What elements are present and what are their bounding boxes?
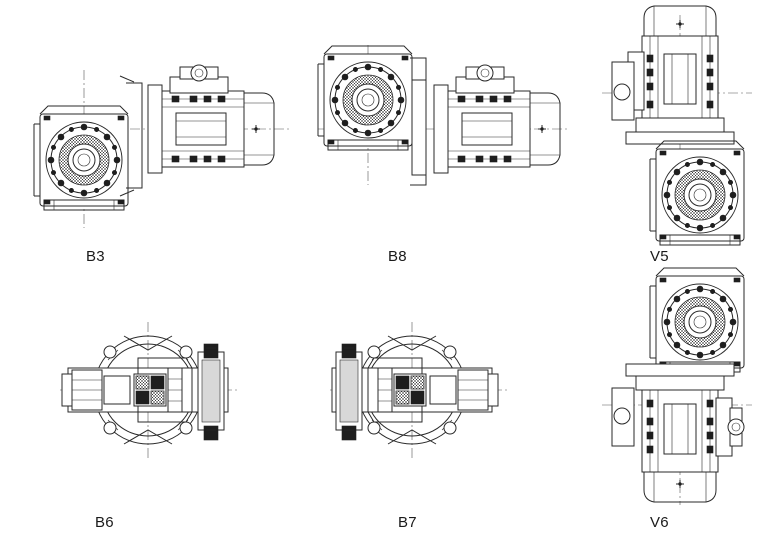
figure-b7	[330, 322, 510, 458]
position-label-b3: B3	[86, 248, 105, 265]
figure-b6	[60, 322, 240, 458]
figure-v5	[602, 5, 752, 246]
figure-v6	[602, 267, 752, 505]
position-label-v6: V6	[650, 514, 669, 531]
position-label-b7: B7	[398, 514, 417, 531]
figure-b3	[33, 64, 290, 228]
position-label-v5: V5	[650, 248, 669, 265]
position-label-b8: B8	[388, 248, 407, 265]
figure-b8	[317, 45, 570, 186]
position-label-b6: B6	[95, 514, 114, 531]
